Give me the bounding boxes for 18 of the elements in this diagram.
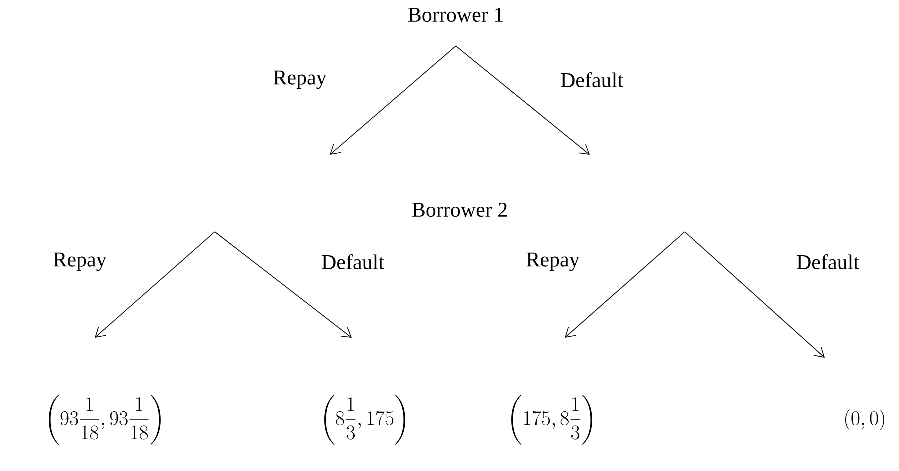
edge-label: Default xyxy=(322,254,384,270)
arrow xyxy=(330,46,456,155)
arrow xyxy=(565,232,686,338)
payoff-label: $(0,0)$ xyxy=(845,410,885,430)
edge-label: Repay xyxy=(274,70,327,90)
payoff-label: $\left(175,8\frac{1}{3}\right)$ xyxy=(512,395,592,445)
arrow xyxy=(95,232,216,338)
arrow xyxy=(214,232,352,338)
edge-label: Repay xyxy=(54,252,107,272)
player-label: Borrower 1 xyxy=(408,8,503,22)
payoff-label: $\left(93\frac{1}{18},93\frac{1}{18}\right)$ xyxy=(49,395,161,445)
player-label: Borrower 2 xyxy=(412,202,507,218)
edge-label: Repay xyxy=(526,252,580,272)
arrow xyxy=(684,232,825,358)
arrow xyxy=(456,46,590,155)
edge-label: Default xyxy=(797,254,860,270)
payoff-label: $\left(8\frac{1}{3},175\right)$ xyxy=(324,395,406,445)
edge-label: Default xyxy=(561,72,624,88)
